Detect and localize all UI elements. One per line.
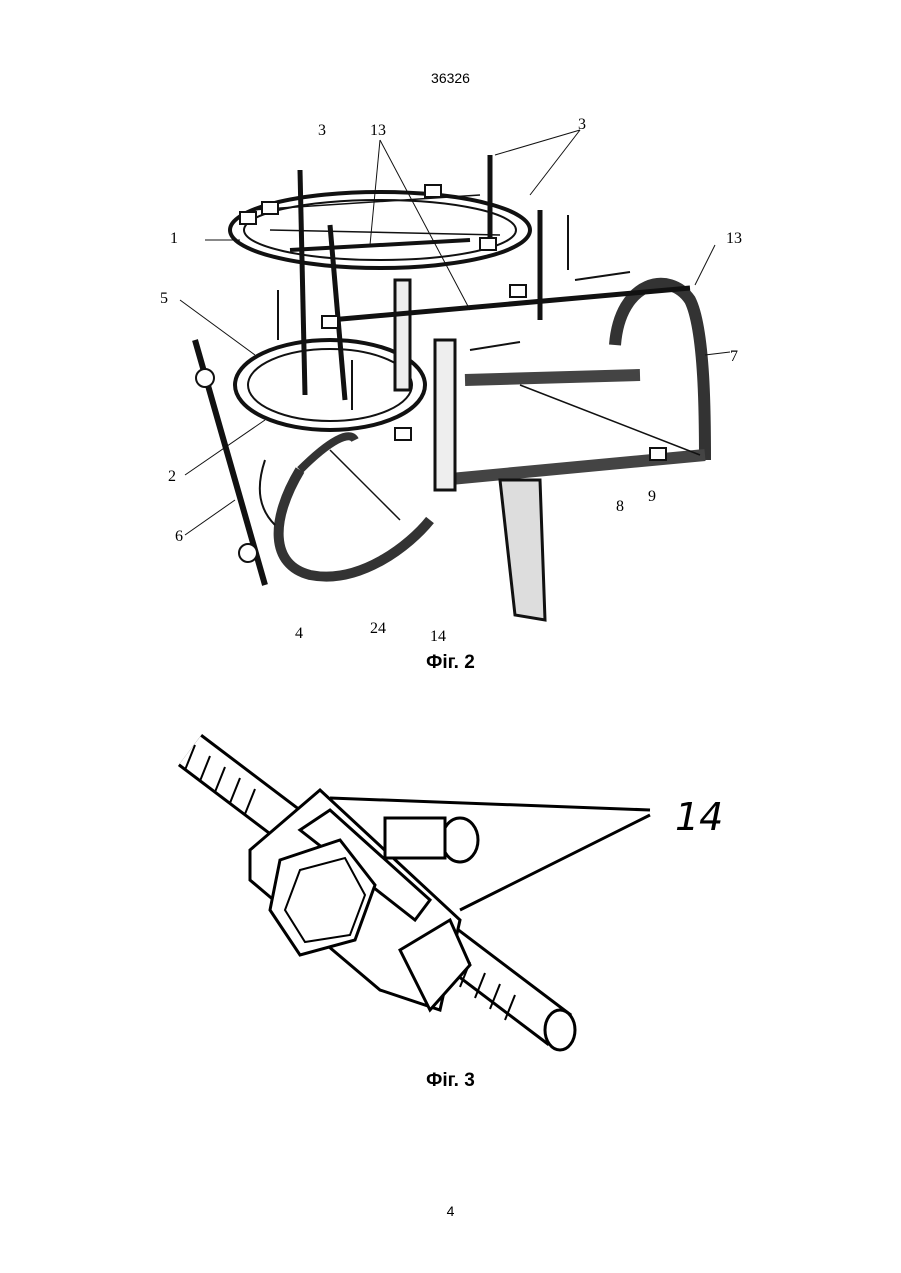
figure-2-label-3a: 3 [318, 122, 326, 140]
figure-3-caption: Фіг. 3 [0, 1070, 901, 1092]
figure-2-label-24: 24 [370, 620, 386, 638]
figure-2-caption: Фіг. 2 [0, 652, 901, 674]
figure-2-label-1: 1 [170, 230, 178, 248]
figure-2-label-14: 14 [430, 628, 446, 646]
figure-2-label-13b: 13 [726, 230, 742, 248]
figure-2-label-8: 8 [616, 498, 624, 516]
figure-2-label-5: 5 [160, 290, 168, 308]
figure-2-drawing [0, 0, 901, 660]
figure-2-label-9: 9 [648, 488, 656, 506]
figure-3-label-14: 14 [675, 795, 723, 839]
figure-2-label-4: 4 [295, 625, 303, 643]
figure-2-label-2: 2 [168, 468, 176, 486]
figure-2-label-13a: 13 [370, 122, 386, 140]
figure-2-label-3b: 3 [578, 116, 586, 134]
figure-3-drawing [0, 720, 901, 1100]
page-number: 4 [0, 1203, 901, 1219]
figure-2-label-6: 6 [175, 528, 183, 546]
figure-2-label-7: 7 [730, 348, 738, 366]
